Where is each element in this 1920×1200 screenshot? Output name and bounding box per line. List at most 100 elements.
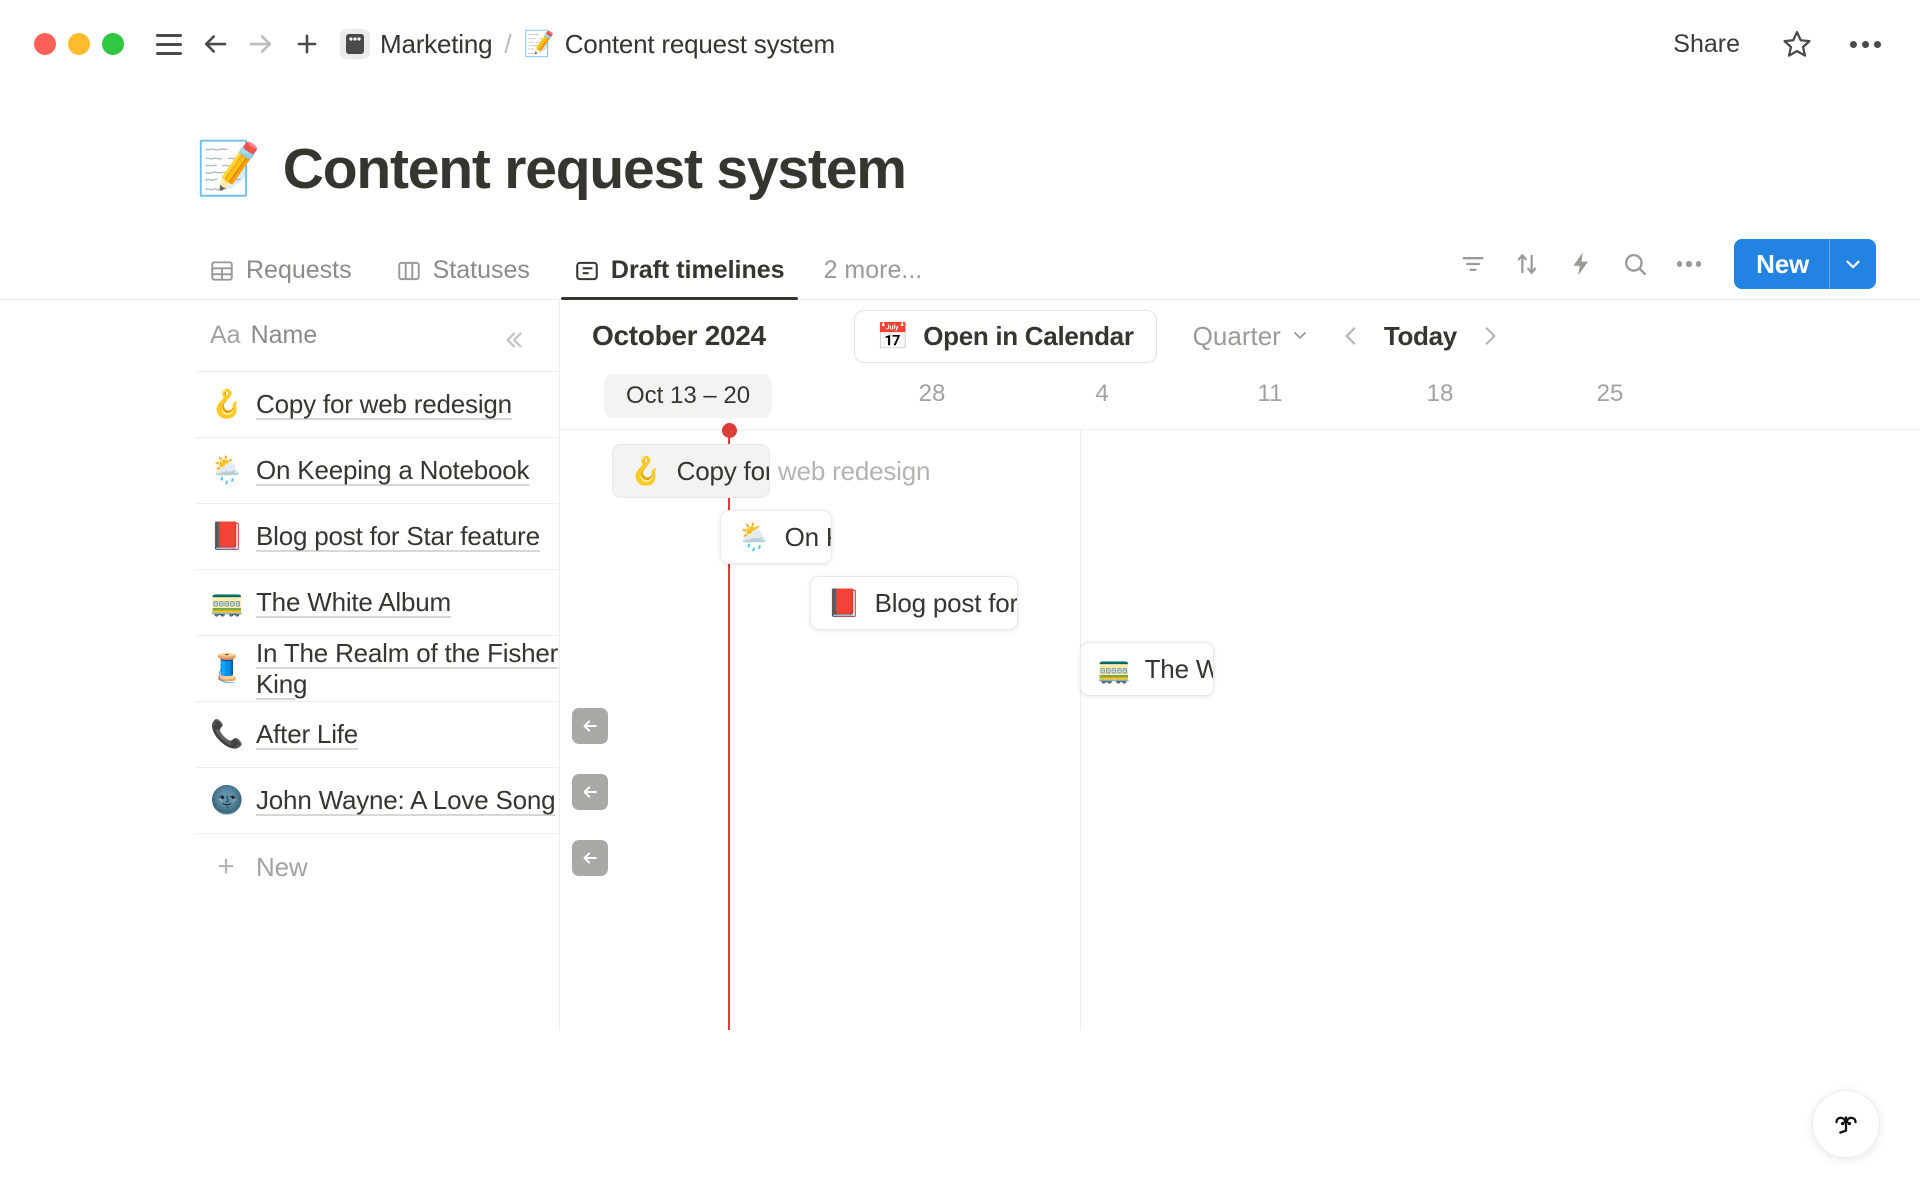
bar-label: Blog post for Star feature: [874, 587, 1018, 618]
back-arrow-icon[interactable]: [192, 21, 238, 67]
row-name[interactable]: Copy for web redesign: [256, 389, 512, 419]
open-in-calendar-button[interactable]: 📅 Open in Calendar: [853, 309, 1157, 363]
timeline-date-nav: Today: [1338, 321, 1503, 352]
tab-label: Statuses: [432, 256, 530, 284]
table-row[interactable]: 🚃 The White Album: [196, 570, 559, 636]
timeline-bar[interactable]: 🚃 The White Album: [1080, 642, 1214, 696]
tab-more-views[interactable]: 2 more...: [816, 256, 936, 299]
minimize-window-button[interactable]: [68, 33, 90, 55]
automation-lightning-icon[interactable]: [1558, 241, 1604, 287]
breadcrumb-workspace[interactable]: Marketing: [380, 28, 493, 59]
page-title[interactable]: Content request system: [282, 137, 907, 201]
next-period-icon[interactable]: [1477, 323, 1503, 349]
name-column-header[interactable]: Aa Name: [196, 300, 559, 372]
table-row[interactable]: 🧵 In The Realm of the Fisher King: [196, 636, 559, 702]
zoom-window-button[interactable]: [102, 33, 124, 55]
row-name[interactable]: John Wayne: A Love Song: [256, 785, 556, 815]
date-tick: 28: [918, 380, 946, 407]
titlebar-actions: Share: [1663, 0, 1886, 88]
new-tab-plus-icon[interactable]: [284, 21, 330, 67]
forward-arrow-icon[interactable]: [238, 21, 284, 67]
table-row[interactable]: 📞 After Life: [196, 702, 559, 768]
search-icon[interactable]: [1612, 241, 1658, 287]
bar-emoji-icon: 📕: [827, 587, 861, 618]
timeline-bar-overflow-label: web redesign: [778, 455, 931, 486]
timeline-grid: web redesign 🪝 Copy for 🌦️ On Keeping a …: [560, 423, 1920, 1030]
bar-emoji-icon: 🚃: [1097, 653, 1131, 684]
scroll-to-item-button[interactable]: [572, 708, 608, 744]
favorite-star-icon[interactable]: [1776, 23, 1818, 65]
window-titlebar: Marketing / 📝 Content request system Sha…: [0, 0, 1920, 88]
table-row[interactable]: 🌦️ On Keeping a Notebook: [196, 438, 559, 504]
tab-label: Draft timelines: [610, 256, 785, 284]
table-row[interactable]: 🌚 John Wayne: A Love Song: [196, 768, 559, 834]
view-tab-list: Requests Statuses Draft timelines 2 more…: [196, 256, 953, 300]
page-header: 📝 Content request system: [0, 88, 1920, 202]
timeline-bar[interactable]: 🪝 Copy for: [612, 444, 770, 498]
breadcrumb: Marketing / 📝 Content request system: [340, 29, 835, 60]
today-indicator-line: [728, 430, 730, 1030]
row-name[interactable]: Blog post for Star feature: [256, 521, 540, 551]
view-more-options-icon[interactable]: [1666, 241, 1712, 287]
scroll-to-item-button[interactable]: [572, 774, 608, 810]
tab-draft-timelines[interactable]: Draft timelines: [560, 256, 798, 300]
open-in-calendar-label: Open in Calendar: [923, 320, 1134, 351]
breadcrumb-page[interactable]: Content request system: [564, 28, 835, 59]
sort-icon[interactable]: [1504, 241, 1550, 287]
bar-emoji-icon: 🪝: [629, 455, 663, 486]
tab-requests[interactable]: Requests: [196, 256, 365, 299]
new-button-label: New: [1756, 248, 1809, 279]
share-button[interactable]: Share: [1673, 29, 1740, 58]
row-name[interactable]: After Life: [256, 719, 359, 749]
date-tick: 4: [1095, 380, 1109, 407]
database-view-tabs: Requests Statuses Draft timelines 2 more…: [0, 238, 1920, 300]
table-icon: [209, 258, 235, 284]
row-name[interactable]: The White Album: [256, 587, 451, 617]
plus-icon: +: [217, 850, 235, 883]
new-row-button[interactable]: + New: [196, 834, 559, 900]
chevron-down-icon: [1290, 321, 1310, 352]
row-emoji-icon: 🧵: [210, 653, 244, 683]
timeline-view: Aa Name 🪝 Copy for web redesign 🌦️ On Ke…: [0, 300, 1920, 1030]
tab-label: 2 more...: [823, 256, 923, 284]
row-emoji-icon: 🪝: [210, 389, 244, 419]
assistant-face-icon: [1835, 1116, 1857, 1134]
timeline-gridline: [1080, 430, 1081, 1030]
timeline-header: October 2024 📅 Open in Calendar Quarter: [560, 300, 1920, 372]
sidebar-toggle-icon[interactable]: [146, 21, 192, 67]
timeline-grid-pane: October 2024 📅 Open in Calendar Quarter: [560, 300, 1920, 1030]
filter-icon[interactable]: [1450, 241, 1496, 287]
bar-label: On Keeping a Notebook: [784, 521, 831, 552]
page-more-options-icon[interactable]: [1844, 23, 1886, 65]
table-row[interactable]: 🪝 Copy for web redesign: [196, 372, 559, 438]
timeline-icon: [574, 258, 600, 284]
date-tick: 18: [1426, 380, 1454, 407]
board-icon: [396, 258, 422, 284]
chevron-down-icon[interactable]: [1830, 239, 1876, 289]
row-name[interactable]: In The Realm of the Fisher King: [256, 637, 559, 699]
row-emoji-icon: 🌦️: [210, 455, 244, 485]
row-name[interactable]: On Keeping a Notebook: [256, 455, 530, 485]
collapse-sidebar-icon[interactable]: [493, 322, 533, 358]
new-button[interactable]: New: [1734, 239, 1876, 289]
table-row[interactable]: 📕 Blog post for Star feature: [196, 504, 559, 570]
scroll-to-item-button[interactable]: [572, 840, 608, 876]
timeline-bar[interactable]: 🌦️ On Keeping a Notebook: [720, 510, 832, 564]
current-range-pill[interactable]: Oct 13 – 20: [604, 374, 773, 418]
workspace-icon[interactable]: [340, 29, 370, 59]
page-icon[interactable]: 📝: [196, 140, 261, 198]
close-window-button[interactable]: [34, 33, 56, 55]
page-content: 📝 Content request system Requests Status…: [0, 88, 1920, 1030]
today-button[interactable]: Today: [1383, 320, 1457, 351]
timeline-zoom-label: Quarter: [1192, 320, 1281, 351]
timeline-bar[interactable]: 📕 Blog post for Star feature: [810, 576, 1018, 630]
previous-period-icon[interactable]: [1338, 323, 1364, 349]
tab-label: Requests: [246, 256, 352, 284]
timeline-month-label: October 2024: [592, 320, 766, 351]
row-emoji-icon: 📞: [210, 719, 244, 749]
help-assistant-button[interactable]: [1812, 1090, 1880, 1158]
bar-emoji-icon: 🌦️: [737, 521, 771, 552]
tab-statuses[interactable]: Statuses: [383, 256, 543, 299]
timeline-zoom-select[interactable]: Quarter: [1193, 321, 1310, 352]
